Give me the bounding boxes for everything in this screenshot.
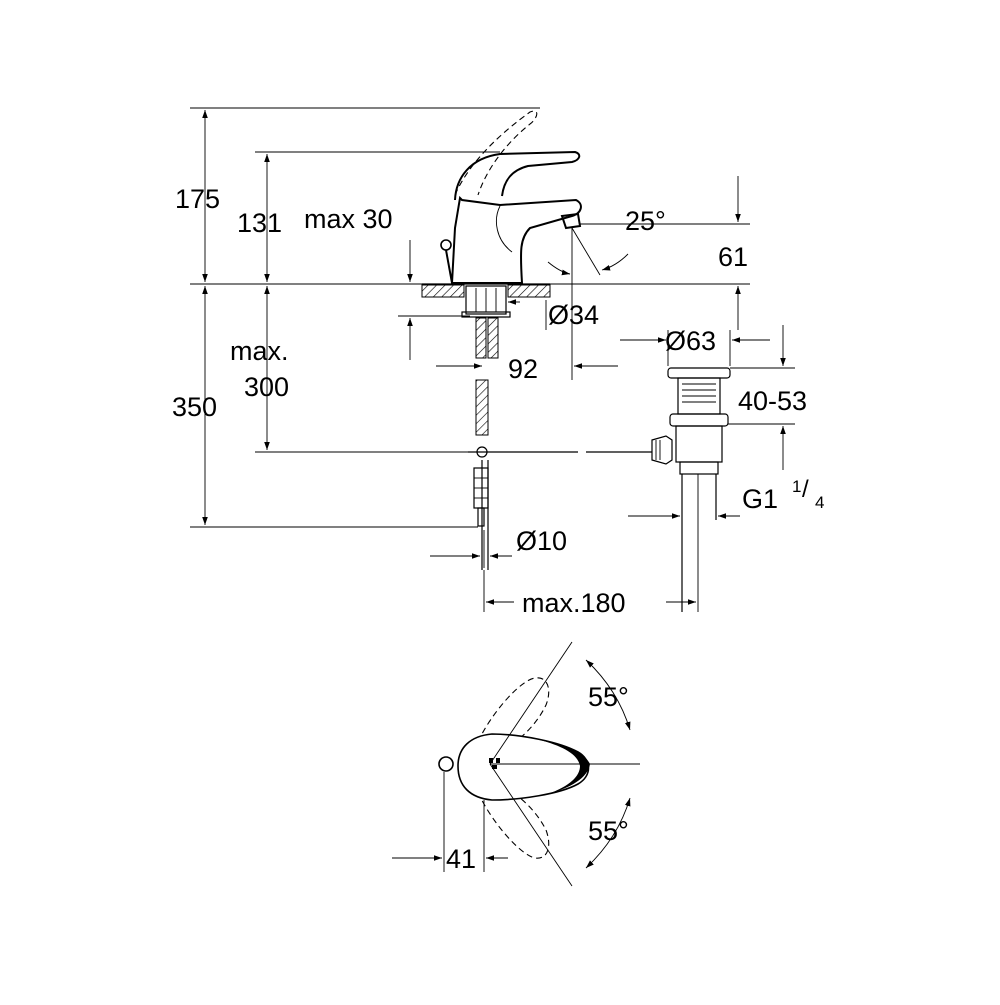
faucet-top-view: [392, 641, 640, 887]
hose-lower: [475, 379, 489, 436]
waste-nut: [669, 413, 729, 427]
label-max30: max 30: [304, 204, 393, 234]
waste-pivot: [651, 435, 673, 465]
dimension-lines: [190, 107, 795, 612]
hose-upper-left: [475, 317, 487, 359]
deck-left: [421, 284, 465, 298]
fixing-nut: [461, 311, 511, 318]
dimension-labels: 175 131 max 30 25° 61 Ø34 Ø63 max. 92 30…: [172, 184, 824, 874]
waste-body: [675, 425, 723, 463]
waste-flange: [667, 367, 731, 379]
label-55-upper: 55°: [588, 682, 629, 712]
label-o63: Ø63: [665, 326, 716, 356]
label-g1-numerator: 1: [792, 477, 801, 496]
handle-top: [457, 733, 590, 801]
label-131: 131: [237, 208, 282, 238]
label-o34: Ø34: [548, 300, 599, 330]
label-g1-denominator: 4: [815, 493, 824, 512]
hose-upper-right: [487, 317, 499, 359]
label-40-53: 40-53: [738, 386, 807, 416]
popup-knob-side: [440, 239, 452, 251]
handle-upper-position: [477, 677, 550, 753]
shank: [465, 285, 507, 315]
popup-rod-side: [445, 249, 453, 284]
label-41: 41: [446, 844, 476, 874]
aerator: [560, 212, 582, 230]
label-g1-slash: /: [802, 476, 809, 503]
label-o10: Ø10: [516, 526, 567, 556]
deck-right: [507, 284, 551, 298]
hose-end: [477, 507, 485, 527]
handle-lower-position: [477, 783, 550, 859]
label-175: 175: [175, 184, 220, 214]
waste-thread: [679, 461, 719, 475]
label-max180: max.180: [522, 588, 626, 618]
angle-25-ray: [571, 227, 601, 276]
lever-outline: [454, 150, 581, 201]
label-25deg: 25°: [625, 206, 666, 236]
label-61: 61: [718, 242, 748, 272]
waste-assembly: [651, 367, 731, 612]
label-g1: G1: [742, 484, 778, 514]
label-g1-1-4: G1 1 / 4: [742, 476, 824, 514]
body-contour: [496, 205, 513, 253]
linkage-clip: [476, 446, 488, 458]
faucet-body: [450, 195, 582, 284]
label-300: 300: [244, 372, 289, 402]
popup-knob-top: [438, 756, 454, 772]
label-55-lower: 55°: [588, 816, 629, 846]
faucet-side-view: [421, 110, 652, 570]
label-92: 92: [508, 354, 538, 384]
label-350: 350: [172, 392, 217, 422]
handle-shading: [540, 740, 590, 794]
label-max: max.: [230, 336, 289, 366]
